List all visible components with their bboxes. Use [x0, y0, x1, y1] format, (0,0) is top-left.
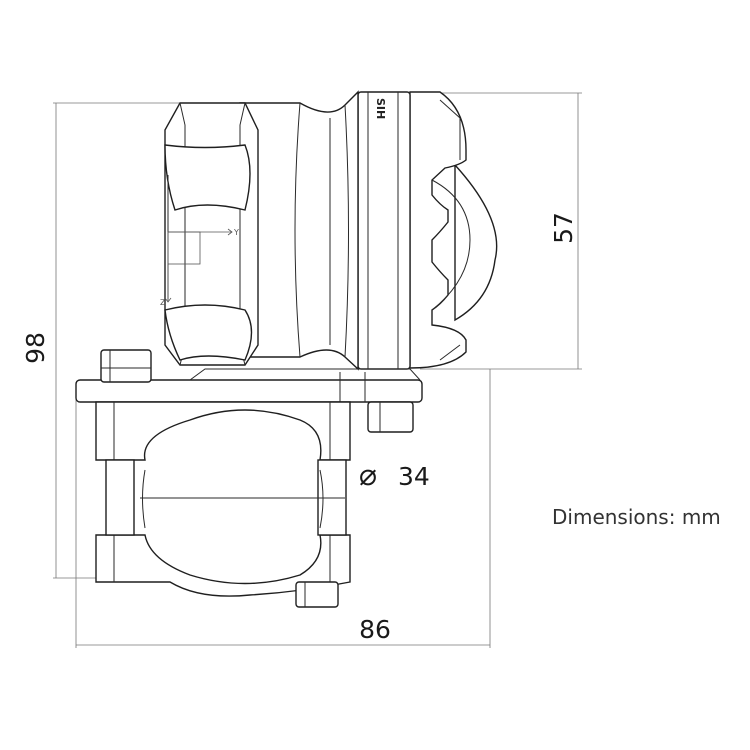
diameter-value: 34 [398, 462, 430, 491]
diameter-symbol: ⌀ [359, 458, 377, 493]
dimension-diameter-34: ⌀ 34 [359, 458, 430, 493]
top-screw [100, 349, 152, 383]
handlebar-clamp [95, 401, 351, 608]
dimension-86: 86 [75, 369, 491, 648]
dimension-57: 57 [420, 92, 582, 370]
dimension-98-label: 98 [21, 332, 50, 364]
engraving-text: SIH [374, 98, 387, 119]
units-note: Dimensions: mm [552, 505, 721, 529]
head-housing: SIH [357, 91, 411, 370]
dimension-86-label: 86 [359, 615, 391, 644]
ball-head [409, 91, 498, 369]
lock-knob [164, 102, 259, 366]
dimension-57-label: 57 [549, 212, 578, 244]
base-plate [75, 368, 423, 433]
dimension-98: 98 [21, 102, 248, 579]
axis-z-label: Z [160, 298, 166, 307]
axis-y-label: Y [233, 228, 239, 237]
axis-triad: Y Z [160, 228, 239, 307]
